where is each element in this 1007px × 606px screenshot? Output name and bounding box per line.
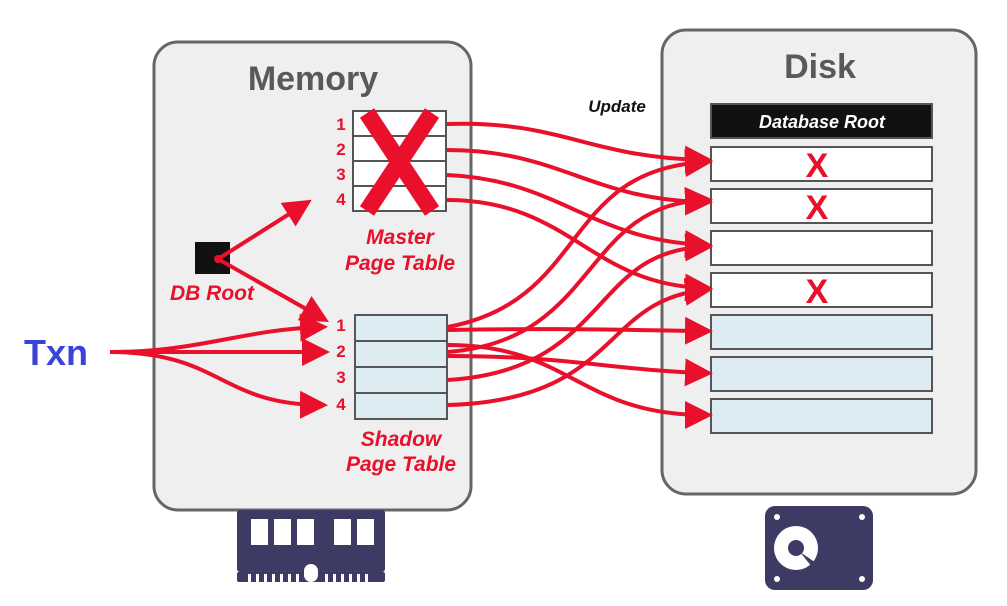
shadow-row-number: 4 [336,395,346,414]
disk-page-x-mark: X [806,273,829,311]
shadow-table-label: Shadow [361,428,443,451]
memory-title: Memory [248,60,378,98]
arrow-txn-to-shadow-4 [109,350,328,419]
disk-page-x-mark: X [806,189,829,227]
disk-title: Disk [784,48,856,86]
arrow-shadow-to-page-5 [447,316,713,345]
arrow-master-3 [446,173,713,259]
arrow-shadow-2 [447,186,713,354]
master-row-number: 1 [336,115,345,134]
arrow-shadow-to-page-7 [447,343,713,429]
disk-page-x-mark: X [806,147,829,185]
arrow-master-1 [446,121,713,174]
shadow-row-number: 1 [336,316,345,335]
master-cross-out-icon [359,108,440,216]
db-root-box [195,242,230,274]
arrow-master-4 [446,198,713,302]
ram-chip-icon [237,510,385,582]
shadow-row-4 [354,392,448,420]
shadow-row-number: 2 [336,342,345,361]
database-root-label: Database Root [759,112,886,132]
shadow-row-1 [354,314,448,342]
arrow-db-root-to-master [216,199,312,261]
disk-page-5 [710,314,933,350]
master-row-number: 4 [336,190,346,209]
disk-page-7 [710,398,933,434]
shadow-row-number: 3 [336,368,345,387]
arrow-master-2 [446,148,713,216]
master-page-table: 1 2 3 4 [336,108,447,216]
arrow-db-root-to-shadow [217,257,329,322]
pointer-arrows [109,121,713,429]
arrow-shadow-to-page-6 [447,354,713,387]
disk-page-3 [710,230,933,266]
shadow-row-2 [354,340,448,368]
arrow-shadow-4 [447,277,713,407]
update-label: Update [588,97,646,116]
hard-disk-icon [765,506,873,590]
master-row-number: 2 [336,140,345,159]
database-root-block [710,103,933,139]
arrow-shadow-1 [447,149,713,329]
shadow-page-table: 1 2 3 4 [336,314,448,420]
master-table-label: Page Table [345,252,455,275]
shadow-row-3 [354,366,448,394]
shadow-table-label: Page Table [346,453,456,476]
arrow-shadow-3 [447,233,713,382]
disk-page-4 [710,272,933,308]
master-table-label: Master [366,226,436,249]
db-root-label: DB Root [170,282,255,305]
master-row-number: 3 [336,165,345,184]
disk-page-6 [710,356,933,392]
txn-label: Txn [24,332,88,373]
disk-page-1 [710,146,933,182]
